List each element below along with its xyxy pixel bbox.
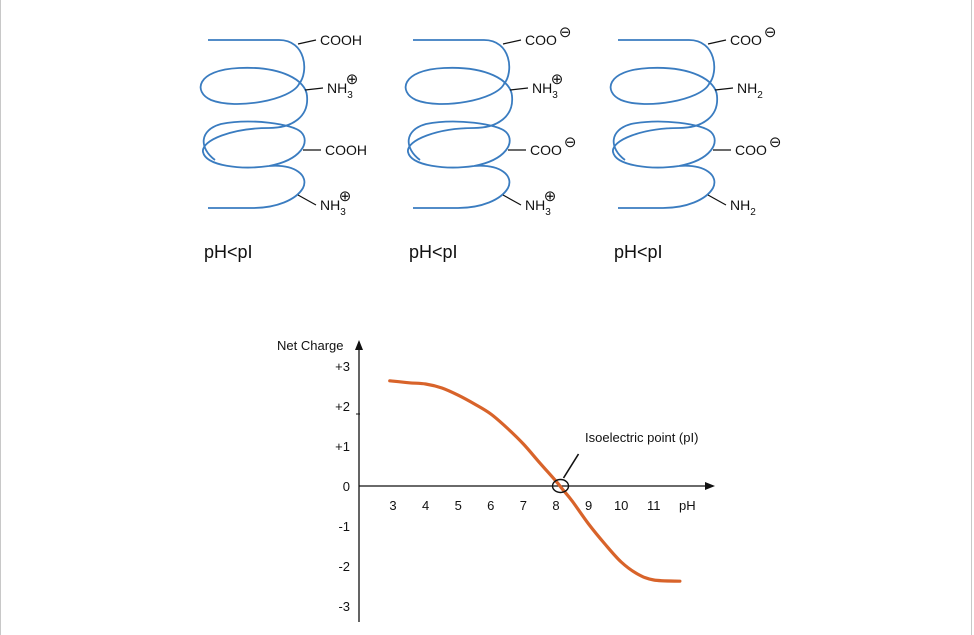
side-chain-bond <box>502 39 522 45</box>
side-chain-bond <box>304 87 324 91</box>
helix-strand <box>404 39 513 209</box>
x-tick-label: 7 <box>520 498 527 513</box>
y-tick-label: +1 <box>335 439 350 454</box>
net-charge-chart: Net Charge +3 +2 +1 0 -1 -2 -3 3 4 5 6 7 8 9 10 11 pH Isoe… <box>277 338 715 622</box>
group-formula: NH <box>730 197 750 213</box>
group-subscript: 3 <box>347 90 353 101</box>
y-axis-label: Net Charge <box>277 338 343 353</box>
x-axis-arrow-icon <box>705 482 715 490</box>
side-chain-bond <box>297 194 317 206</box>
side-chain-group: NH3 ⊕ <box>525 188 556 218</box>
side-chain-group: NH3 ⊕ <box>327 71 358 101</box>
net-charge-curve <box>388 379 682 583</box>
negative-charge-icon: ⊖ <box>559 24 572 41</box>
group-formula: COO <box>730 32 762 48</box>
group-formula: COO <box>735 142 767 158</box>
group-formula: COO <box>530 142 562 158</box>
side-chain-group: NH3 ⊕ <box>320 188 351 218</box>
y-tick-label: +2 <box>335 399 350 414</box>
positive-charge-icon: ⊕ <box>551 71 564 88</box>
isoelectric-point-label: Isoelectric point (pI) <box>585 430 698 445</box>
side-chain-group: COO⊖ <box>530 134 576 158</box>
side-chain-bond <box>297 39 317 45</box>
x-tick-label: 5 <box>455 498 462 513</box>
group-subscript: 2 <box>757 90 763 101</box>
y-tick-label: +3 <box>335 359 350 374</box>
group-formula: COOH <box>325 142 367 158</box>
side-chain-group: NH2 <box>737 80 763 101</box>
group-subscript: 3 <box>552 90 558 101</box>
negative-charge-icon: ⊖ <box>564 134 577 151</box>
helix-strand <box>609 39 718 209</box>
positive-charge-icon: ⊕ <box>339 188 352 205</box>
group-formula: NH <box>737 80 757 96</box>
side-chain-bond <box>714 87 734 91</box>
isoelectric-point-marker <box>551 478 570 494</box>
x-tick-label: 6 <box>487 498 494 513</box>
group-subscript: 2 <box>750 207 756 218</box>
helix-caption: pH<pI <box>614 242 663 262</box>
positive-charge-icon: ⊕ <box>544 188 557 205</box>
x-tick-label: 9 <box>585 498 592 513</box>
helix-caption: pH<pI <box>204 242 253 262</box>
positive-charge-icon: ⊕ <box>346 71 359 88</box>
helix-strand <box>199 39 308 209</box>
side-chain-group: NH3 ⊕ <box>532 71 563 101</box>
group-subscript: 3 <box>340 207 346 218</box>
group-formula: COO <box>525 32 557 48</box>
negative-charge-icon: ⊖ <box>764 24 777 41</box>
side-chain-group: COOH <box>320 32 362 48</box>
side-chain-bond <box>707 194 727 206</box>
helix-caption: pH<pI <box>409 242 458 262</box>
x-tick-label: 11 <box>647 498 661 513</box>
side-chain-group: COO⊖ <box>525 24 571 48</box>
side-chain-bond <box>502 194 522 206</box>
side-chain-bond <box>707 39 727 45</box>
side-chain-group: NH2 <box>730 197 756 218</box>
y-axis-arrow-icon <box>355 340 363 350</box>
group-formula: NH <box>525 197 545 213</box>
side-chain-group: COO⊖ <box>735 134 781 158</box>
side-chain-bond <box>509 87 529 91</box>
x-tick-label: 8 <box>552 498 559 513</box>
y-tick-label: -2 <box>338 559 350 574</box>
group-subscript: 3 <box>545 207 551 218</box>
helix-2: COO⊖NH3⊕COO⊖NH3⊕pH<pI <box>404 24 576 262</box>
x-tick-label: 10 <box>614 498 628 513</box>
side-chain-group: COO⊖ <box>730 24 776 48</box>
x-axis-label: pH <box>679 498 696 513</box>
x-tick-label: 4 <box>422 498 429 513</box>
group-formula: NH <box>320 197 340 213</box>
y-tick-label: -3 <box>338 599 350 614</box>
helix-diagrams: COOHNH3⊕COOHNH3⊕pH<pICOO⊖NH3⊕COO⊖NH3⊕pH<… <box>199 24 781 262</box>
group-formula: COOH <box>320 32 362 48</box>
negative-charge-icon: ⊖ <box>769 134 782 151</box>
x-tick-label: 3 <box>389 498 396 513</box>
y-tick-label: -1 <box>338 519 350 534</box>
y-tick-label: 0 <box>343 479 350 494</box>
group-formula: NH <box>532 80 552 96</box>
group-formula: NH <box>327 80 347 96</box>
side-chain-group: COOH <box>325 142 367 158</box>
annotation-pointer <box>562 453 580 479</box>
